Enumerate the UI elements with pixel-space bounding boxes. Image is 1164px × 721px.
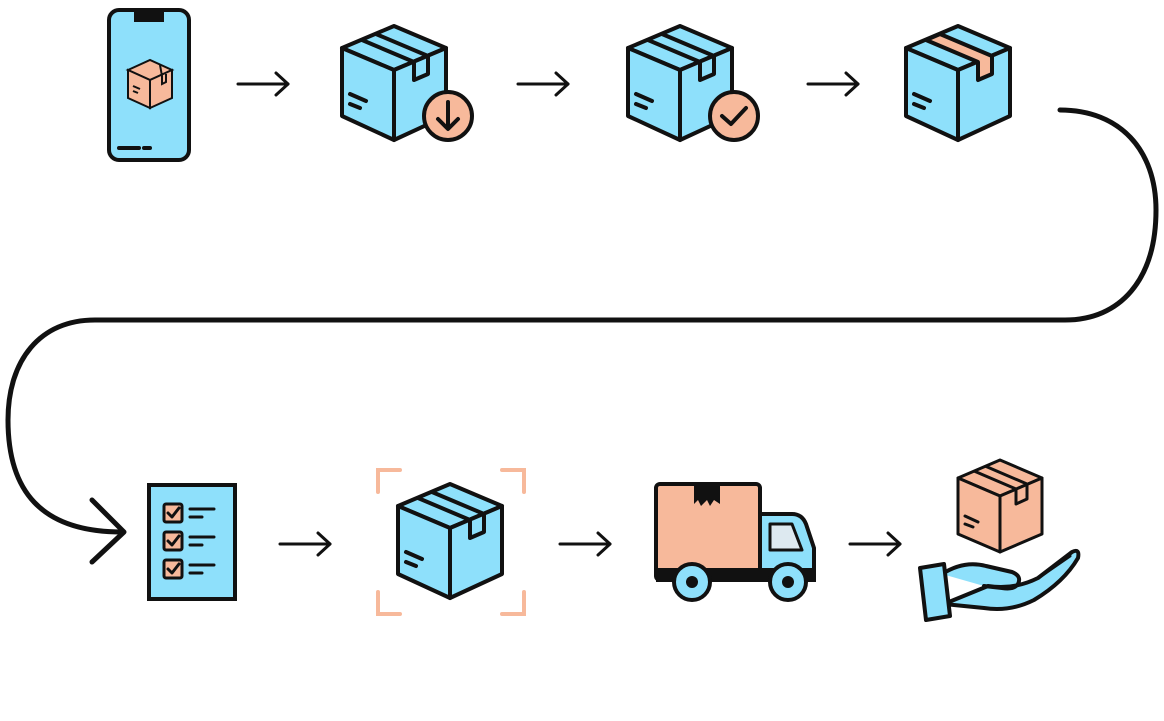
arrow-right-icon <box>278 531 332 557</box>
arrow-right-icon <box>848 531 902 557</box>
delivery-truck-icon <box>654 482 816 602</box>
package-download-icon <box>340 24 474 142</box>
arrow-right-icon <box>236 71 290 97</box>
package-check-icon <box>626 24 760 142</box>
smartphone-package-icon <box>107 8 191 162</box>
package-taped-icon <box>904 24 1012 142</box>
arrow-right-icon <box>558 531 612 557</box>
checklist-icon <box>147 483 237 601</box>
hand-package-icon <box>918 458 1081 622</box>
arrow-right-icon <box>806 71 860 97</box>
arrow-right-icon <box>516 71 570 97</box>
package-scan-icon <box>376 468 526 616</box>
